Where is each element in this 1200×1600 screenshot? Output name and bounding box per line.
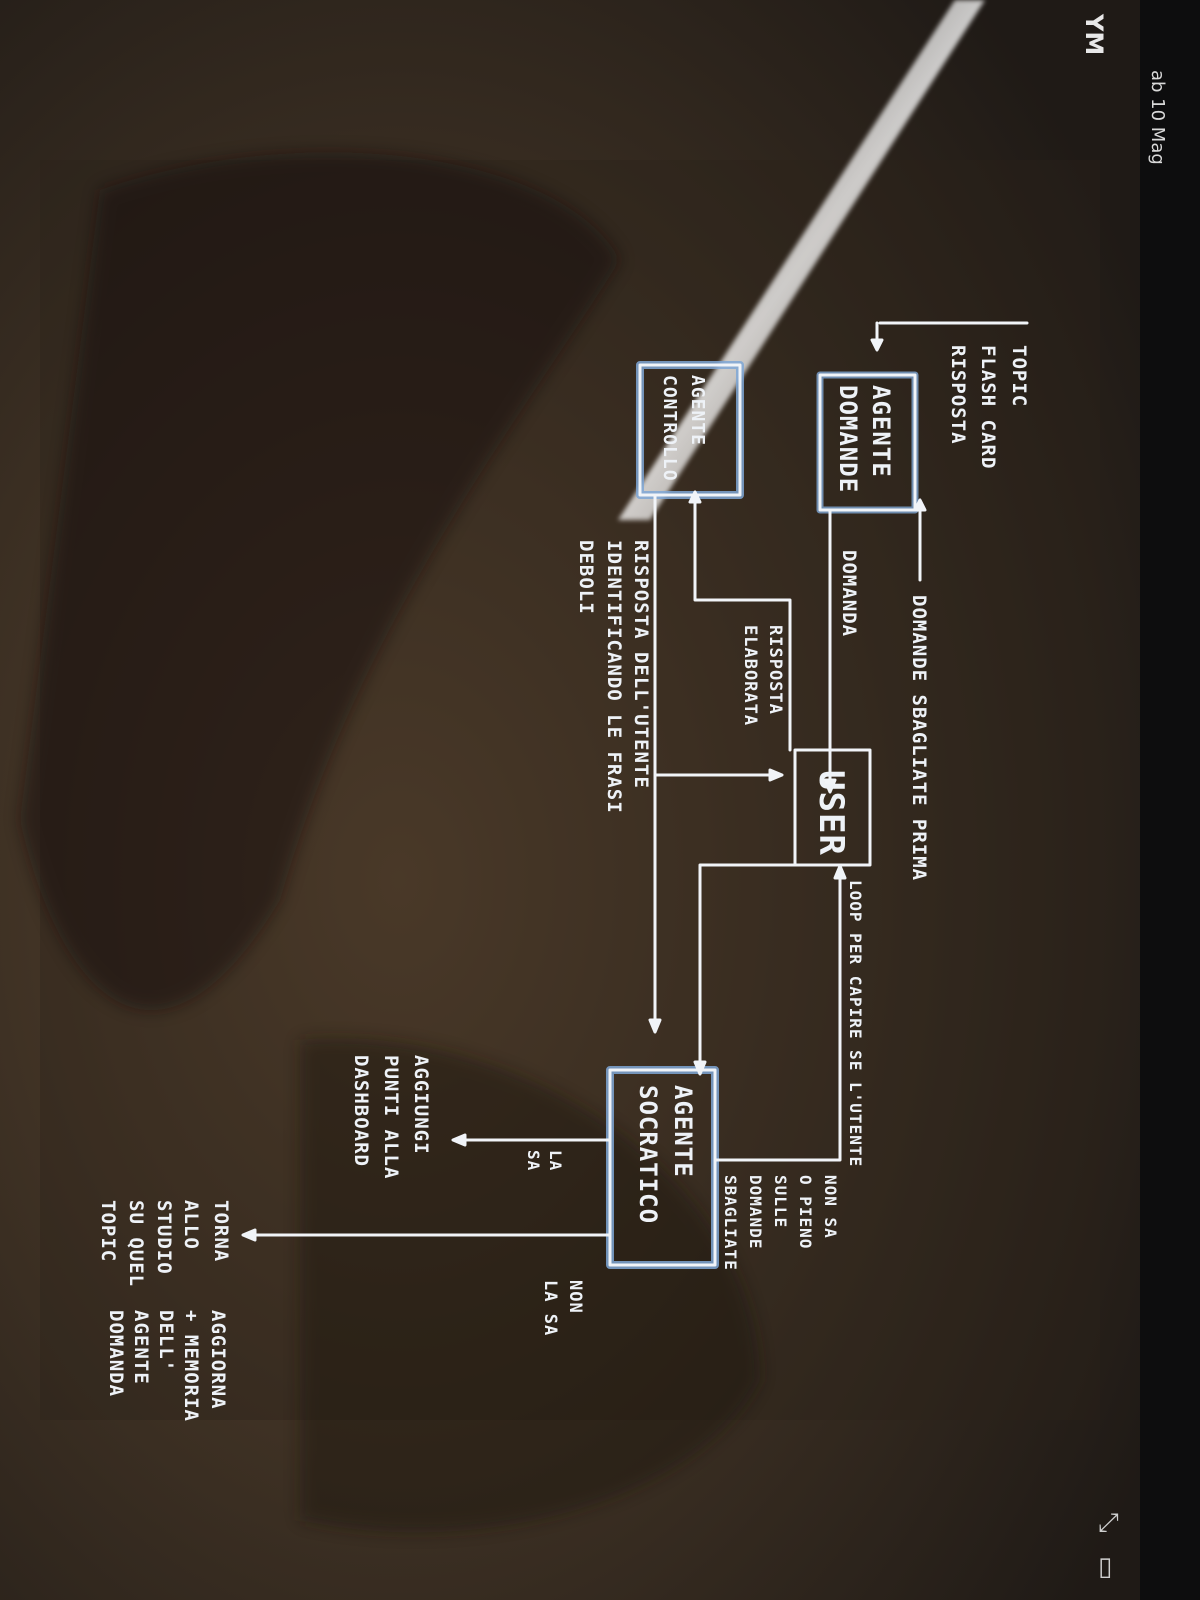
arrow-head: [241, 1228, 257, 1242]
label-agente-socratico: AGENTESOCRATICO: [634, 1085, 697, 1224]
label-loop: LOOP PER CAPIRE SE L'UTENTENON SAO PIENO…: [721, 880, 865, 1271]
agente-socratico-box: [608, 1068, 717, 1267]
arrow-head: [688, 490, 702, 504]
phone-reflection: [300, 1038, 760, 1533]
label-non-la-sa: NONLA SA: [540, 1280, 585, 1336]
hand-reflection: [20, 152, 620, 1011]
edge-loop: [713, 868, 842, 1162]
arrow-head: [823, 778, 837, 794]
label-risposta-utente: RISPOSTA DELL'UTENTEIDENTIFICANDO LE FRA…: [575, 540, 652, 814]
label-agente-controllo: AGENTECONTROLLO: [659, 375, 708, 482]
flowchart: TOPICFLASH CARDRISPOSTA AGENTEDOMANDE AG…: [97, 321, 1030, 1422]
arrow-head: [648, 1018, 662, 1034]
label-risposta-elaborata: RISPOSTAELABORATA: [740, 625, 785, 726]
label-user: USER: [811, 770, 851, 856]
agente-domande-box: [818, 373, 917, 512]
expand-icon[interactable]: ⤢: [1098, 1508, 1119, 1538]
menu-icon[interactable]: ▯: [1098, 1552, 1113, 1582]
status-date: ab 10 Mag: [1147, 70, 1168, 165]
arrow-head: [833, 864, 847, 880]
arrow-head: [693, 1060, 707, 1076]
arrow-head: [913, 498, 927, 512]
label-aggiorna: AGGIORNA+ MEMORIADELL'AGENTEDOMANDA: [105, 1310, 229, 1422]
label-topic-header: TOPICFLASH CARDRISPOSTA: [947, 345, 1030, 469]
label-torna-allo-studio: TORNAALLOSTUDIOSU QUELTOPIC: [97, 1200, 232, 1287]
label-la-sa: LASA: [524, 1150, 565, 1171]
glare-streak: [618, 0, 985, 520]
status-bar: [1140, 0, 1200, 1600]
arrow-head: [870, 338, 884, 352]
label-domande-sbagliate: DOMANDE SBAGLIATE PRIMA: [908, 595, 930, 881]
label-domanda: DOMANDA: [838, 550, 860, 637]
edge-risposta-elaborata: [693, 493, 792, 752]
label-aggiungi-punti: AGGIUNGIPUNTI ALLADASHBOARD: [350, 1055, 432, 1179]
edge-user-socratico: [698, 863, 837, 1072]
arrow-head: [451, 1133, 467, 1147]
app-initials: YM: [1080, 14, 1108, 56]
arrow-head: [768, 768, 784, 782]
agente-controllo-box: [638, 363, 742, 497]
label-agente-domande: AGENTEDOMANDE: [834, 385, 895, 493]
